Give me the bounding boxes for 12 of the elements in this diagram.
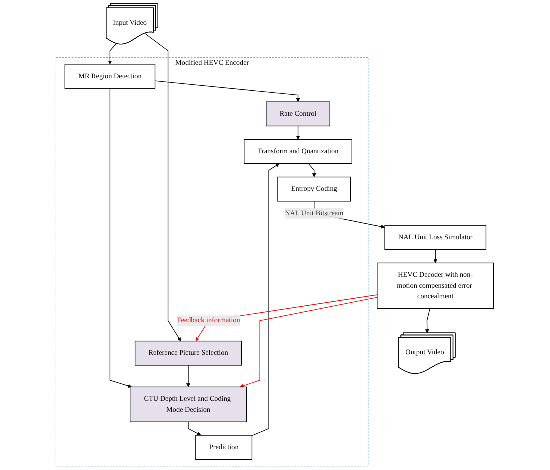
arrow <box>308 164 316 178</box>
arrow <box>296 126 300 140</box>
arrow <box>252 164 280 436</box>
arrow <box>110 88 132 388</box>
arrow <box>108 43 117 65</box>
arrow <box>434 249 438 264</box>
arrow <box>425 308 430 334</box>
arrow <box>188 422 202 436</box>
arrow <box>186 365 190 388</box>
arrow <box>144 33 182 342</box>
arrow <box>154 80 300 102</box>
arrow <box>240 297 378 388</box>
